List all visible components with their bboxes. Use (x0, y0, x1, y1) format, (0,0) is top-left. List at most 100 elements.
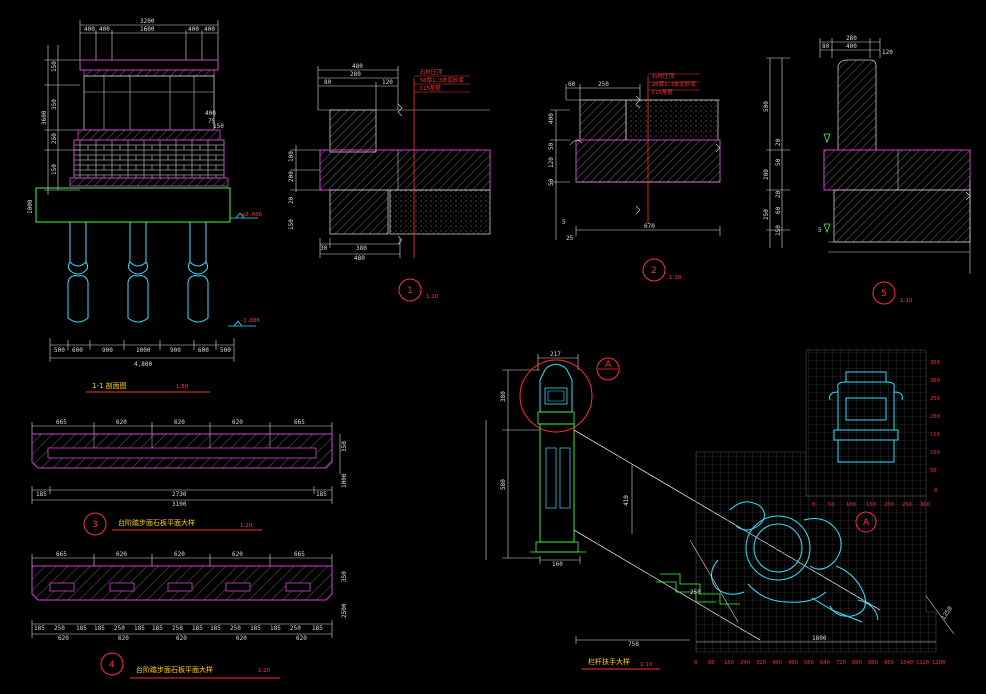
dim: 100 (288, 151, 295, 162)
break-symbol (397, 235, 403, 245)
dim: 280 (350, 71, 361, 78)
material-note: 50厚1:3水泥砂浆 (420, 76, 465, 84)
upper-wall-joints (84, 76, 214, 130)
dim: 350 (341, 571, 348, 582)
detail-scale: 1:10 (640, 662, 653, 668)
axis-tick: 720 (836, 660, 846, 666)
dim: 160 (552, 561, 563, 568)
stone-slab (823, 149, 971, 191)
axis-tick: 100 (930, 450, 940, 456)
dim: 400 (188, 26, 199, 33)
dim: 600 (198, 347, 209, 354)
level-mark (823, 133, 831, 144)
dim: 350 (341, 441, 348, 452)
dim: 185 (36, 491, 47, 498)
detail-title: 栏杆扶手大样 (588, 657, 630, 666)
nosing-curve (569, 140, 583, 146)
baluster-finial (539, 363, 573, 413)
axis-tick: 150 (930, 432, 940, 438)
dim: 665 (56, 551, 67, 558)
detail-3: 665 620 620 620 665 350 1000 185 2730 18… (31, 419, 348, 536)
dim: 600 (72, 347, 83, 354)
dim: 150 (775, 225, 782, 236)
dim: 2500 (341, 603, 348, 618)
base-band (77, 129, 221, 141)
elevation-top: ±0.000 (242, 212, 262, 218)
coping-block (579, 99, 627, 141)
dim: 250 (51, 133, 58, 144)
baluster-dims (485, 354, 690, 644)
axis-tick: 0 (694, 660, 697, 666)
dim: 50 (775, 158, 782, 166)
detail-4-inner-dims: 185 250 185 185 250 185 185 250 185 185 … (34, 625, 323, 632)
axis-tick: 300 (930, 378, 940, 384)
dim: 620 (232, 551, 243, 558)
elevation-bottom: -1.000 (240, 318, 260, 324)
post-panel (545, 447, 557, 509)
detail-title: 台阶踏步面石板平面大样 (118, 518, 195, 527)
detail-scale: 1:10 (426, 294, 439, 300)
dim: 185 (250, 625, 261, 632)
base-block (833, 189, 971, 243)
dim: 185 (316, 491, 327, 498)
dim: 480 (354, 255, 365, 262)
dim: 620 (232, 419, 243, 426)
elevation-mark-top (230, 212, 258, 219)
callout-letter: A (605, 360, 612, 370)
dim: 250 (763, 209, 770, 220)
axis-tick: 250 (930, 396, 940, 402)
dim-total: 4,800 (134, 361, 152, 368)
detail-scale: 1:10 (900, 298, 913, 304)
dim: 60 (568, 81, 576, 88)
dim: 620 (116, 551, 127, 558)
dim: 620 (236, 635, 247, 642)
dim: 250 (114, 625, 125, 632)
dim: 200 (763, 169, 770, 180)
dim: 1250 (940, 605, 954, 621)
dim-line (689, 539, 739, 623)
dim: 900 (102, 347, 113, 354)
detail-scale: 1:20 (240, 523, 253, 529)
dim-total-height: 3600 (41, 110, 48, 125)
dim: 250 (690, 589, 701, 596)
callout-circle (872, 281, 896, 305)
coping-block (329, 109, 377, 153)
dim: 665 (294, 551, 305, 558)
axis-tick: 400 (772, 660, 782, 666)
dim: 25 (566, 235, 574, 242)
axis-tick: 640 (820, 660, 830, 666)
axis-tick: 1120 (916, 660, 929, 666)
dim: 150 (288, 219, 295, 230)
detail-2: 60 250 石材压顶 20厚1:3水泥砂浆 C15垫层 400 50 120 … (548, 72, 721, 282)
dim: 200 (288, 171, 295, 182)
slab-slots (49, 582, 311, 592)
coping-stone (79, 59, 219, 71)
brick-base (73, 139, 225, 179)
material-note: 20厚1:3水泥砂浆 (652, 80, 697, 88)
dim: 250 (172, 625, 183, 632)
callout-circle (642, 258, 666, 282)
material-note: 石材压顶 (420, 68, 443, 76)
dim: 30 (320, 245, 328, 252)
finial-collar (537, 411, 575, 425)
dim: 5 (818, 227, 822, 234)
detail-1: 480 280 80 120 石材压顶 50厚1:3水泥砂浆 C15垫层 100… (288, 63, 491, 302)
dim: 670 (644, 223, 655, 230)
detail-4: 665 620 620 620 665 350 2500 185 250 185… (31, 551, 348, 679)
dim-line (925, 595, 955, 635)
material-note: C15垫层 (420, 84, 441, 92)
dim: 185 (192, 625, 203, 632)
dim: 20 (775, 138, 782, 146)
dim: 280 (846, 35, 857, 42)
dim: 80 (324, 79, 332, 86)
coping-mortar (83, 69, 215, 77)
dim: 380 (500, 391, 507, 402)
axis-tick: 800 (852, 660, 862, 666)
dim: 185 (152, 625, 163, 632)
elevation-mark-bottom (228, 320, 256, 327)
material-note: 石材压顶 (652, 72, 675, 80)
axis-tick: 560 (804, 660, 814, 666)
scroll-ornament (711, 501, 879, 623)
